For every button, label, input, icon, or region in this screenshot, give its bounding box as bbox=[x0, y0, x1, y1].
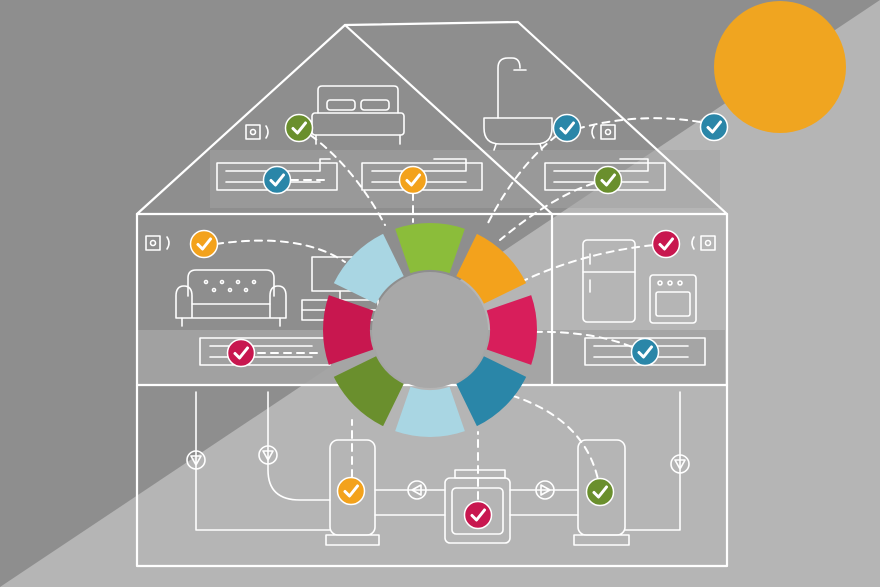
kitchen-sensor-icon bbox=[691, 235, 716, 251]
hub-segment-light-blue-bottom bbox=[395, 386, 465, 438]
hub-center bbox=[372, 272, 488, 388]
hub-segment-crimson bbox=[323, 295, 374, 365]
pump-icon bbox=[444, 469, 511, 544]
hub-ring bbox=[323, 223, 537, 438]
check-icon bbox=[637, 345, 653, 359]
boiler-left-icon bbox=[325, 439, 380, 546]
boiler-right-icon bbox=[573, 439, 630, 546]
bedroom-sensor-status[interactable] bbox=[284, 113, 314, 143]
living-room-heater-status[interactable] bbox=[226, 338, 256, 368]
bed-icon bbox=[311, 85, 405, 145]
boiler-left-status[interactable] bbox=[336, 476, 366, 506]
check-icon bbox=[405, 173, 421, 187]
sofa-icon bbox=[175, 269, 287, 327]
bathroom-sensor-status[interactable] bbox=[552, 113, 582, 143]
check-icon bbox=[559, 121, 575, 135]
check-icon bbox=[470, 508, 486, 522]
sun-sensor-status[interactable] bbox=[699, 112, 729, 142]
flow-arrow-right-icon bbox=[535, 480, 555, 500]
sun-icon bbox=[714, 1, 846, 133]
check-icon bbox=[343, 484, 359, 498]
oven-icon bbox=[649, 274, 697, 324]
hub-segment-green bbox=[395, 223, 465, 274]
bedroom-sensor-icon bbox=[245, 124, 269, 140]
hub-segment-orange bbox=[456, 233, 527, 304]
kitchen-heater-status[interactable] bbox=[630, 337, 660, 367]
check-icon bbox=[600, 173, 616, 187]
fridge-icon bbox=[582, 239, 636, 323]
living-room-sensor-status[interactable] bbox=[189, 229, 219, 259]
check-icon bbox=[196, 237, 212, 251]
bedroom-heater-right-status[interactable] bbox=[398, 165, 428, 195]
check-icon bbox=[291, 121, 307, 135]
pump-center-status[interactable] bbox=[463, 500, 493, 530]
check-icon bbox=[706, 120, 722, 134]
hub-segment-light-blue-top bbox=[333, 233, 404, 304]
bathtub-icon bbox=[483, 57, 553, 151]
valve-right-icon bbox=[670, 454, 690, 474]
check-icon bbox=[269, 173, 285, 187]
hub-segment-magenta bbox=[486, 295, 537, 365]
flow-arrow-left-icon bbox=[407, 480, 427, 500]
bedroom-heater-left-status[interactable] bbox=[262, 165, 292, 195]
valve-center-left-icon bbox=[258, 445, 278, 465]
hub-segment-dark-green bbox=[333, 356, 404, 427]
check-icon bbox=[592, 485, 608, 499]
boiler-right-status[interactable] bbox=[585, 477, 615, 507]
bathroom-heater-status[interactable] bbox=[593, 165, 623, 195]
bathroom-sensor-icon bbox=[591, 124, 616, 140]
basement-pipes bbox=[195, 391, 681, 531]
kitchen-sensor-status[interactable] bbox=[651, 229, 681, 259]
status-badges bbox=[189, 112, 729, 530]
check-icon bbox=[233, 346, 249, 360]
check-icon bbox=[658, 237, 674, 251]
valve-left-icon bbox=[186, 450, 206, 470]
hub-segment-teal bbox=[456, 356, 527, 427]
house-outline bbox=[135, 20, 729, 568]
living-room-sensor-icon bbox=[145, 235, 170, 251]
